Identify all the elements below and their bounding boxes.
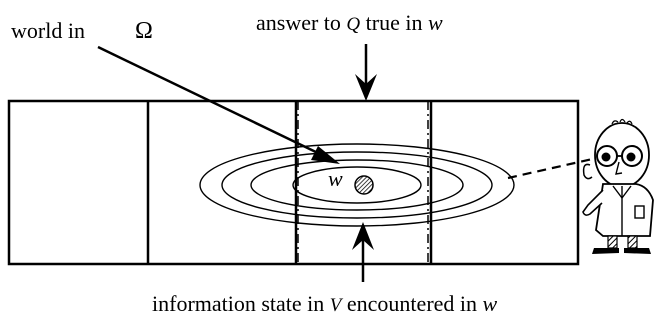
sphere-ellipse-2	[250, 159, 464, 211]
world-space-rectangle	[7, 99, 580, 266]
answer-label: answer to Q true in w	[256, 10, 443, 35]
gaze-dashed-line	[507, 156, 598, 180]
scientist-figure-icon	[582, 118, 654, 254]
answer-arrow	[355, 44, 377, 101]
information-arrow	[352, 222, 374, 282]
sphere-ellipse-3	[221, 151, 493, 219]
world-point	[354, 175, 374, 195]
sphere-ellipse-outer	[199, 143, 515, 227]
omega-symbol: Ω	[135, 18, 153, 44]
world-arrow	[97, 45, 340, 164]
world-variable-label: w	[328, 166, 343, 191]
information-state-label: information state in V encountered in w	[152, 291, 498, 316]
sphere-ellipse-inner	[292, 166, 422, 204]
world-in-label: world in	[11, 18, 85, 43]
